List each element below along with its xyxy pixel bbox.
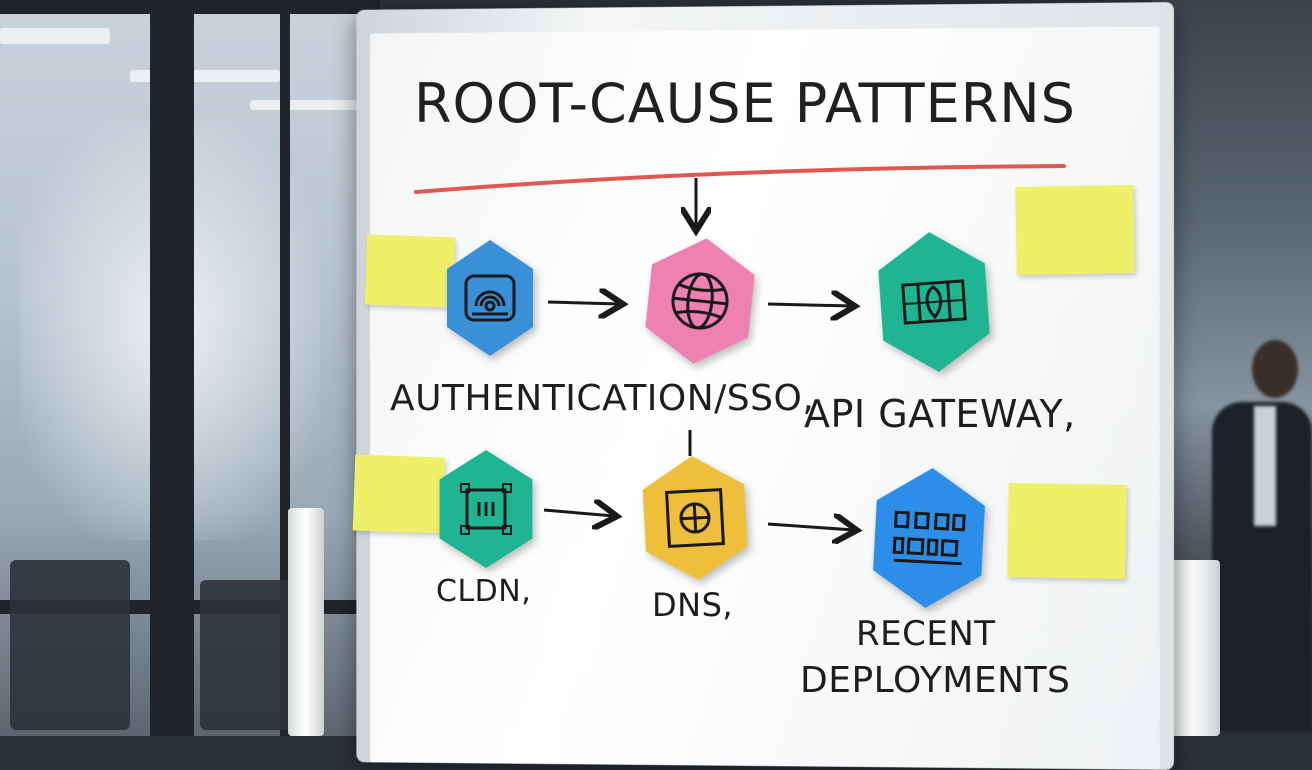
arrow-cdn-to-dns (544, 510, 614, 516)
network-hex-note (634, 232, 767, 370)
auth-hex-note (440, 240, 540, 356)
cdn-hex-note (432, 450, 540, 568)
dns-hex-note (633, 453, 757, 583)
arrow-globe-to-api (768, 304, 852, 306)
server-box-icon (457, 482, 515, 536)
arrow-auth-to-globe (548, 302, 620, 304)
label-recent: RECENT (856, 614, 996, 654)
label-cdn: CLDN, (436, 574, 531, 609)
shield-map-icon (899, 275, 968, 329)
code-blocks-icon (890, 508, 969, 568)
fingerprint-icon (462, 270, 518, 326)
label-dns: DNS, (652, 586, 733, 624)
crosshair-box-icon (663, 486, 726, 549)
deploy-hex-note (862, 465, 995, 611)
globe-icon (665, 266, 735, 336)
label-authentication: AUTHENTICATION/SSO, (390, 378, 814, 419)
sticky-note (1007, 483, 1127, 579)
sticky-note (1015, 185, 1135, 275)
flow-arrows (0, 0, 1312, 736)
api-hex-note (867, 228, 1000, 376)
label-api-gateway: API GATEWAY, (804, 392, 1076, 436)
label-deployments: DEPLOYMENTS (800, 660, 1070, 701)
arrow-dns-to-deploy (768, 524, 854, 530)
